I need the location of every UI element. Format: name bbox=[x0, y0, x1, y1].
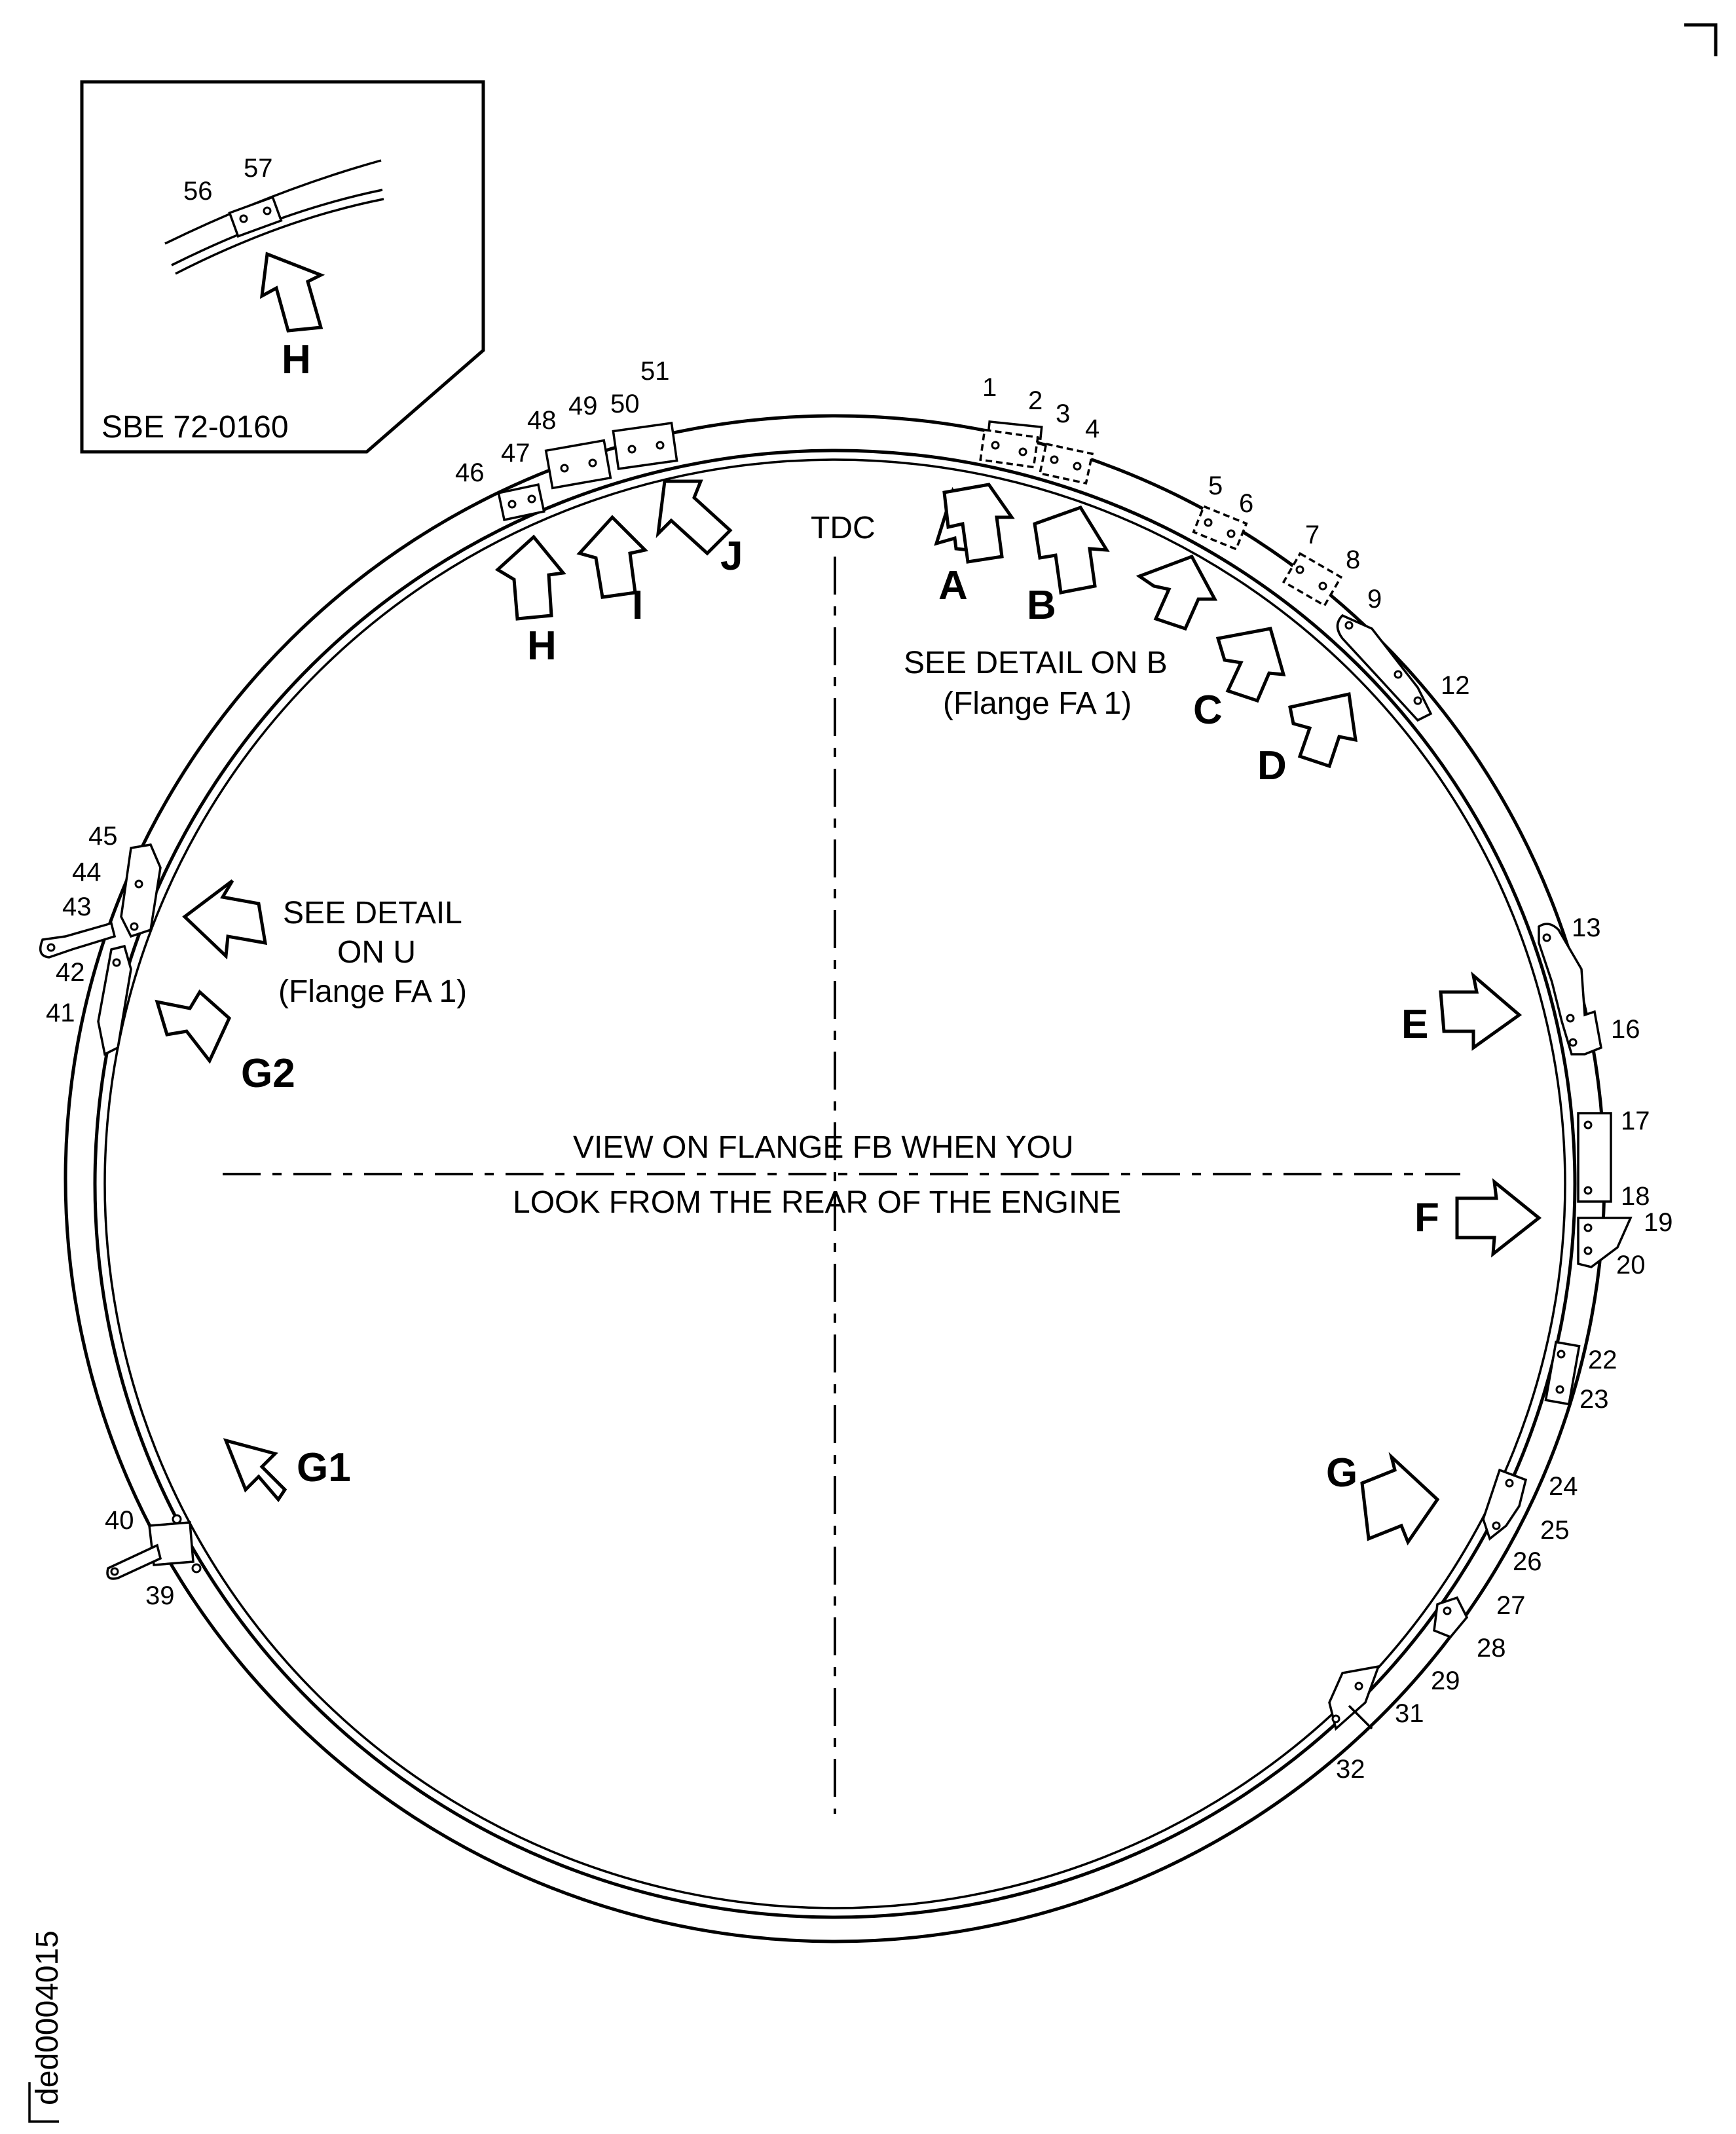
view-arrow-b bbox=[1033, 505, 1110, 595]
part-46: 46 bbox=[455, 458, 485, 487]
drawing-id: ded0004015 bbox=[30, 1930, 65, 2105]
view-letter-b: B bbox=[1027, 583, 1056, 628]
part-label-56: 56 bbox=[183, 177, 213, 206]
view-letter-h: H bbox=[527, 623, 557, 669]
inset-hole bbox=[263, 206, 272, 215]
part-13: 13 bbox=[1572, 913, 1601, 942]
view-arrow-j bbox=[656, 479, 733, 556]
view-arrow-i bbox=[576, 515, 649, 599]
view-arrow-u bbox=[182, 879, 268, 960]
note-detail-u-line1: SEE DETAIL bbox=[283, 896, 462, 930]
part-7: 7 bbox=[1305, 521, 1320, 549]
part-50: 50 bbox=[610, 390, 640, 418]
part-32: 32 bbox=[1336, 1755, 1365, 1784]
part-19: 19 bbox=[1644, 1208, 1673, 1237]
view-arrow-f bbox=[1455, 1178, 1542, 1258]
part-4: 4 bbox=[1085, 414, 1099, 443]
inset-flange-inner bbox=[175, 198, 384, 275]
part-48: 48 bbox=[527, 406, 557, 435]
view-arrow-d bbox=[1288, 691, 1357, 769]
note-detail-b-line1: SEE DETAIL ON B bbox=[904, 646, 1168, 680]
part-label-57: 57 bbox=[244, 154, 273, 183]
view-letter-c: C bbox=[1193, 688, 1223, 733]
part-24: 24 bbox=[1549, 1472, 1578, 1501]
view-letter-j: J bbox=[720, 534, 743, 579]
view-arrow-g bbox=[1360, 1452, 1440, 1546]
part-2: 2 bbox=[1028, 386, 1043, 415]
view-caption-line2: LOOK FROM THE REAR OF THE ENGINE bbox=[513, 1185, 1121, 1220]
flange-inner-ring bbox=[93, 449, 1577, 1919]
view-arrow-h bbox=[494, 534, 566, 621]
bracket-group-left bbox=[39, 843, 202, 1580]
part-40: 40 bbox=[105, 1506, 134, 1535]
part-49: 49 bbox=[568, 392, 598, 420]
part-1: 1 bbox=[982, 373, 997, 402]
part-9: 9 bbox=[1367, 585, 1382, 614]
drawing-id-mark bbox=[28, 2082, 59, 2123]
view-arrow-a-body bbox=[942, 483, 1015, 564]
part-17: 17 bbox=[1621, 1107, 1650, 1135]
note-detail-b-line2: (Flange FA 1) bbox=[943, 686, 1132, 721]
view-letter-a: A bbox=[938, 563, 968, 608]
part-25: 25 bbox=[1540, 1516, 1570, 1545]
part-6: 6 bbox=[1239, 489, 1253, 518]
view-letter-g: G bbox=[1326, 1450, 1357, 1496]
tdc-label: TDC bbox=[811, 511, 876, 545]
inset-hole bbox=[239, 214, 248, 223]
part-47: 47 bbox=[501, 439, 530, 468]
view-letter-i: I bbox=[632, 583, 643, 628]
part-18: 18 bbox=[1621, 1182, 1650, 1211]
part-26: 26 bbox=[1513, 1547, 1542, 1576]
view-letter-g1: G1 bbox=[297, 1445, 351, 1490]
part-45: 45 bbox=[88, 822, 118, 851]
part-20: 20 bbox=[1616, 1251, 1646, 1279]
inset-view-letter-h: H bbox=[282, 337, 311, 382]
view-caption-line1: VIEW ON FLANGE FB WHEN YOU bbox=[573, 1130, 1074, 1165]
part-22: 22 bbox=[1588, 1346, 1617, 1374]
bracket-group-top-left bbox=[497, 422, 678, 522]
part-23: 23 bbox=[1579, 1385, 1609, 1414]
part-16: 16 bbox=[1611, 1015, 1640, 1044]
view-letter-g2: G2 bbox=[241, 1051, 295, 1096]
inset-arrow-h bbox=[259, 251, 325, 333]
part-28: 28 bbox=[1477, 1634, 1506, 1663]
view-letter-f: F bbox=[1414, 1195, 1439, 1240]
inset-flange-outer bbox=[164, 159, 382, 245]
flange-inner-ring-2 bbox=[103, 458, 1566, 1909]
bracket-group-right bbox=[1538, 923, 1633, 1406]
note-detail-u-line2: ON U bbox=[337, 935, 416, 970]
inset-frame bbox=[80, 80, 485, 454]
view-arrow-c bbox=[1215, 627, 1286, 703]
inset-detail: 56 57 H SBE 72-0160 bbox=[80, 80, 485, 454]
part-3: 3 bbox=[1056, 399, 1070, 428]
view-letter-e: E bbox=[1401, 1002, 1428, 1047]
part-5: 5 bbox=[1208, 471, 1223, 500]
inset-reference: SBE 72-0160 bbox=[102, 410, 289, 445]
bracket-group-lower-right bbox=[1328, 1468, 1528, 1731]
part-31: 31 bbox=[1395, 1699, 1424, 1728]
part-12: 12 bbox=[1441, 671, 1470, 700]
view-arrow-c-top bbox=[1136, 554, 1218, 631]
part-51: 51 bbox=[640, 357, 670, 386]
part-43: 43 bbox=[62, 892, 92, 921]
part-27: 27 bbox=[1496, 1591, 1526, 1620]
note-detail-u-line3: (Flange FA 1) bbox=[278, 974, 467, 1009]
view-arrow-g1 bbox=[223, 1438, 287, 1503]
part-39: 39 bbox=[145, 1581, 175, 1610]
part-41: 41 bbox=[46, 999, 75, 1027]
view-arrow-g2 bbox=[155, 989, 232, 1064]
part-29: 29 bbox=[1431, 1666, 1460, 1695]
corner-mark bbox=[1684, 23, 1718, 56]
part-42: 42 bbox=[56, 958, 85, 987]
view-letter-d: D bbox=[1257, 743, 1287, 788]
part-44: 44 bbox=[72, 858, 102, 887]
view-arrow-e bbox=[1439, 971, 1523, 1051]
part-8: 8 bbox=[1346, 545, 1360, 574]
bracket-group-top-right bbox=[979, 420, 1433, 722]
